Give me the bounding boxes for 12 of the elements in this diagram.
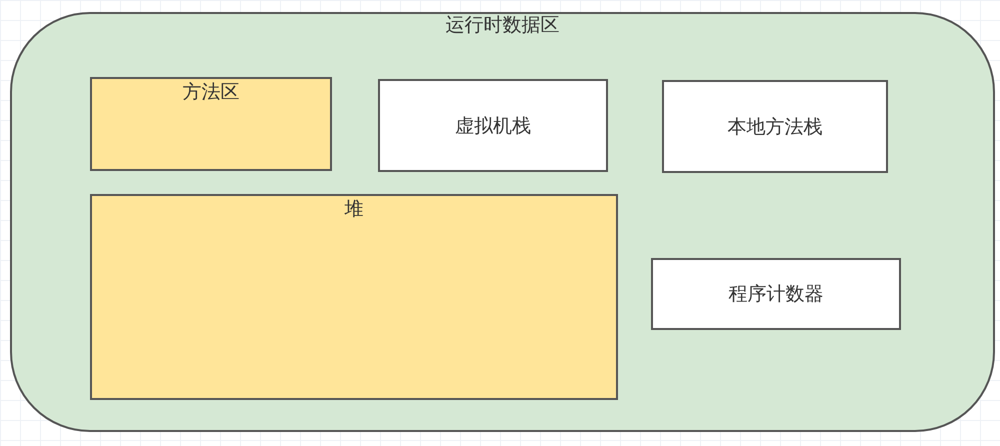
method-area-box xyxy=(90,77,332,171)
native-method-stack-box xyxy=(662,80,888,173)
heap-box xyxy=(90,194,618,400)
vm-stack-box xyxy=(378,79,608,172)
box-label: 方法区 xyxy=(182,81,240,105)
box-label: 虚拟机栈 xyxy=(454,114,532,138)
runtime-data-area xyxy=(10,12,995,432)
box-label: 本地方法栈 xyxy=(726,116,824,140)
box-label: 堆 xyxy=(344,198,364,222)
box-label: 运行时数据区 xyxy=(444,14,560,38)
box-label: 程序计数器 xyxy=(728,283,824,307)
program-counter-box xyxy=(651,258,901,330)
